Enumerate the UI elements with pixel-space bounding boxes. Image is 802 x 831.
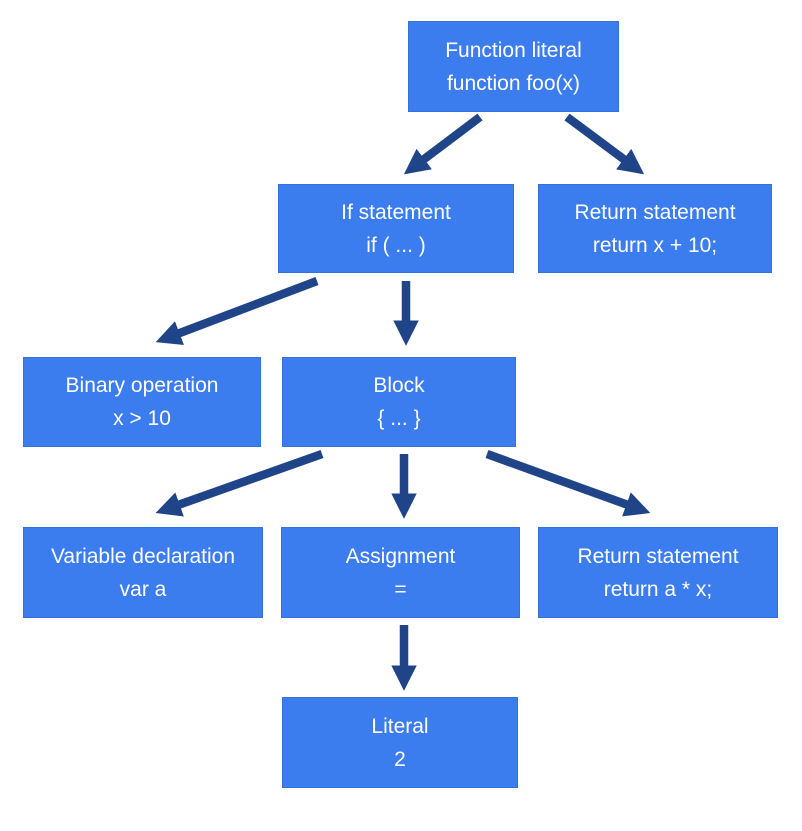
node-code: return a * x;	[603, 577, 713, 601]
node-title: Assignment	[345, 544, 456, 568]
node-title: Variable declaration	[50, 544, 236, 568]
edge-block-to-variable-declaration	[155, 449, 324, 517]
node-return-statement-1: Return statement return x + 10;	[538, 184, 772, 273]
node-code: if ( ... )	[366, 233, 426, 257]
node-assignment: Assignment =	[281, 527, 520, 618]
node-if-statement: If statement if ( ... )	[278, 184, 514, 273]
node-literal: Literal 2	[282, 697, 518, 788]
edge-block-to-return-statement-2	[485, 450, 651, 517]
node-title: Return statement	[574, 200, 736, 224]
node-code: var a	[119, 577, 167, 601]
node-title: Return statement	[577, 544, 739, 568]
node-binary-operation: Binary operation x > 10	[23, 357, 261, 447]
node-code: 2	[394, 747, 406, 771]
node-title: Function literal	[445, 38, 582, 62]
node-code: function foo(x)	[446, 71, 581, 95]
node-code: =	[394, 577, 407, 601]
node-variable-declaration: Variable declaration var a	[23, 527, 263, 618]
node-return-statement-2: Return statement return a * x;	[538, 527, 778, 618]
node-title: Literal	[371, 714, 429, 738]
node-block: Block { ... }	[282, 357, 516, 447]
node-function-literal: Function literal function foo(x)	[408, 21, 619, 112]
node-code: { ... }	[377, 407, 421, 430]
node-title: If statement	[341, 200, 451, 224]
edge-if-statement-to-binary-operation	[155, 277, 319, 346]
node-title: Block	[373, 374, 425, 397]
node-code: return x + 10;	[592, 233, 718, 257]
node-title: Binary operation	[65, 374, 219, 397]
edge-function-literal-to-return-statement-1	[564, 113, 645, 175]
node-code: x > 10	[113, 407, 171, 430]
edge-function-literal-to-if-statement	[403, 113, 483, 175]
